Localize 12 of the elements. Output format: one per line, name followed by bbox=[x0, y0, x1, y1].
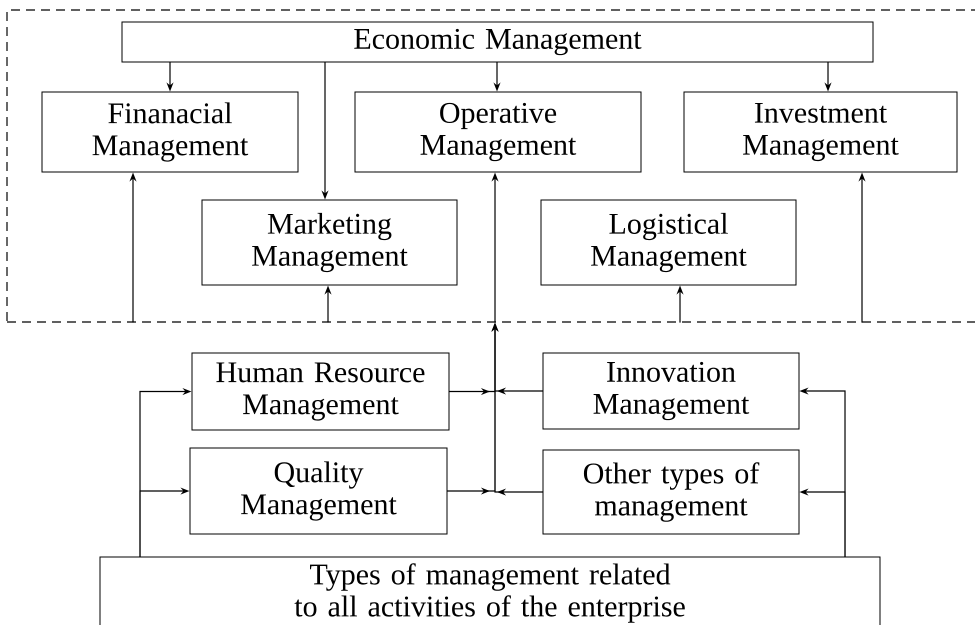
management-box: Operative Management bbox=[354, 92, 642, 172]
management-box: Quality Management bbox=[190, 448, 448, 534]
bottom-box: Types of management related to all activities of the enterprise bbox=[100, 556, 880, 625]
management-box: Logistical Management bbox=[540, 200, 796, 286]
management-box: Marketing Management bbox=[202, 200, 458, 286]
management-box: Economic Management bbox=[122, 22, 874, 62]
management-box: Finanacial Management bbox=[42, 92, 298, 172]
management-box: Investment Management bbox=[684, 92, 958, 172]
dashed-boundary-box bbox=[6, 9, 975, 323]
management-box: Human Resource Management bbox=[192, 352, 450, 430]
management-box: Other types of management bbox=[542, 450, 800, 534]
management-box: Innovation Management bbox=[542, 352, 800, 430]
